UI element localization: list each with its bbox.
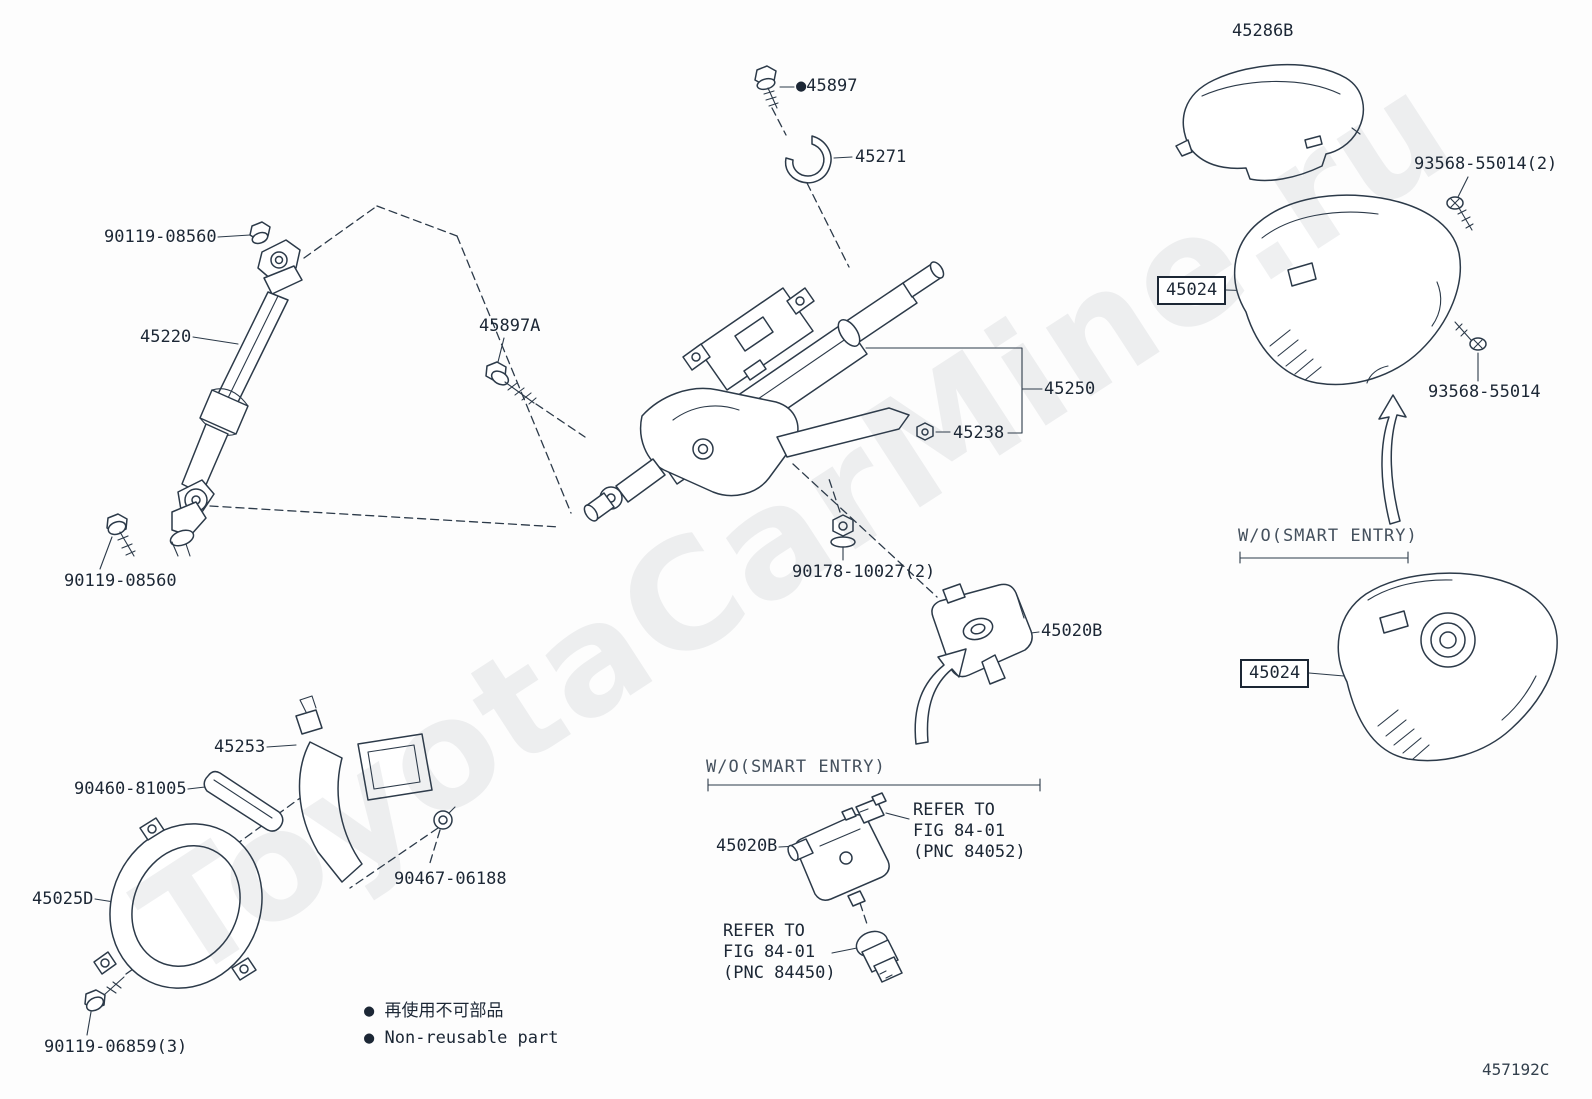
part-label-45271: 45271 (855, 147, 907, 167)
part-label-90178-10027-x2: 90178-10027(2) (792, 562, 936, 582)
part-label-93568-55014: 93568-55014 (1428, 382, 1541, 402)
part-label-45020b-upper: 45020B (1041, 621, 1103, 641)
part-label-90119-06859-x3: 90119-06859(3) (44, 1037, 188, 1057)
part-label-90467-06188: 90467-06188 (394, 869, 507, 889)
part-label-45024-lower[interactable]: 45024 (1240, 659, 1310, 688)
section-label-wo-smart-entry-bottom: W/O(SMART ENTRY) (706, 757, 886, 777)
lower-column-cover-45024 (1234, 194, 1461, 386)
bolt-90119-08560-upper (249, 221, 271, 245)
legend-non-reusable-en: ● Non-reusable part (364, 1028, 559, 1048)
part-label-45897: ●45897 (796, 76, 858, 96)
lock-assembly-45020b-wo (787, 807, 890, 907)
wo-smart-entry-section-brackets (707, 551, 1409, 792)
grommet-90467-06188 (433, 806, 456, 830)
part-label-45024-upper[interactable]: 45024 (1157, 276, 1227, 305)
hole-cover-45025d (93, 817, 263, 989)
part-label-90460-81005: 90460-81005 (74, 779, 187, 799)
nut-45238 (916, 422, 934, 441)
part-label-45250: 45250 (1044, 379, 1096, 399)
bolt-90119-06859 (84, 976, 125, 1012)
clamp-45271 (784, 135, 832, 184)
arrow-to-wo-cover (1378, 394, 1407, 525)
part-label-90119-08560-lower: 90119-08560 (64, 571, 177, 591)
part-label-45220: 45220 (140, 327, 192, 347)
legend-bullet-icon: ● (364, 1028, 375, 1048)
refer-note-fig84-01-pnc84450: REFER TO FIG 84-01 (PNC 84450) (723, 921, 836, 983)
refer-note-fig84-01-pnc84052: REFER TO FIG 84-01 (PNC 84052) (913, 800, 1026, 862)
part-label-90119-08560-upper: 90119-08560 (104, 227, 217, 247)
intermediate-shaft-drawing (169, 239, 303, 557)
bracket-45253 (295, 695, 433, 883)
part-label-45253: 45253 (214, 737, 266, 757)
nut-90178-10027 (830, 514, 856, 548)
bolt-90119-08560-lower (106, 513, 136, 557)
arrow-to-key-cylinder (914, 648, 967, 745)
part-label-45020b-lower: 45020B (716, 836, 778, 856)
legend-bullet-icon: ● (364, 1001, 375, 1021)
part-label-45025d: 45025D (32, 889, 94, 909)
screw-93568-55014-lower (1454, 321, 1487, 351)
steering-column-assembly (583, 261, 945, 522)
legend-non-reusable-jp: ● 再使用不可部品 (364, 1001, 504, 1021)
non-reusable-bullet-icon: ● (796, 76, 807, 96)
part-label-45286b: 45286B (1232, 21, 1294, 41)
part-label-45897a: 45897A (479, 316, 541, 336)
bolt-45897a (485, 361, 537, 405)
part-label-93568-55014-x2: 93568-55014(2) (1414, 154, 1558, 174)
screw-93568-55014-upper (1446, 196, 1474, 231)
key-interlock-solenoid (855, 792, 887, 824)
diagram-code: 457192C (1482, 1060, 1550, 1079)
wo-lower-column-cover-45024 (1337, 572, 1558, 762)
part-label-45238: 45238 (953, 423, 1005, 443)
section-label-wo-smart-entry-right: W/O(SMART ENTRY) (1238, 526, 1418, 546)
ignition-switch (855, 930, 903, 983)
bolt-45897 (754, 65, 779, 109)
upper-column-cover-45286b (1175, 64, 1365, 182)
seal-90460-81005 (203, 770, 284, 832)
